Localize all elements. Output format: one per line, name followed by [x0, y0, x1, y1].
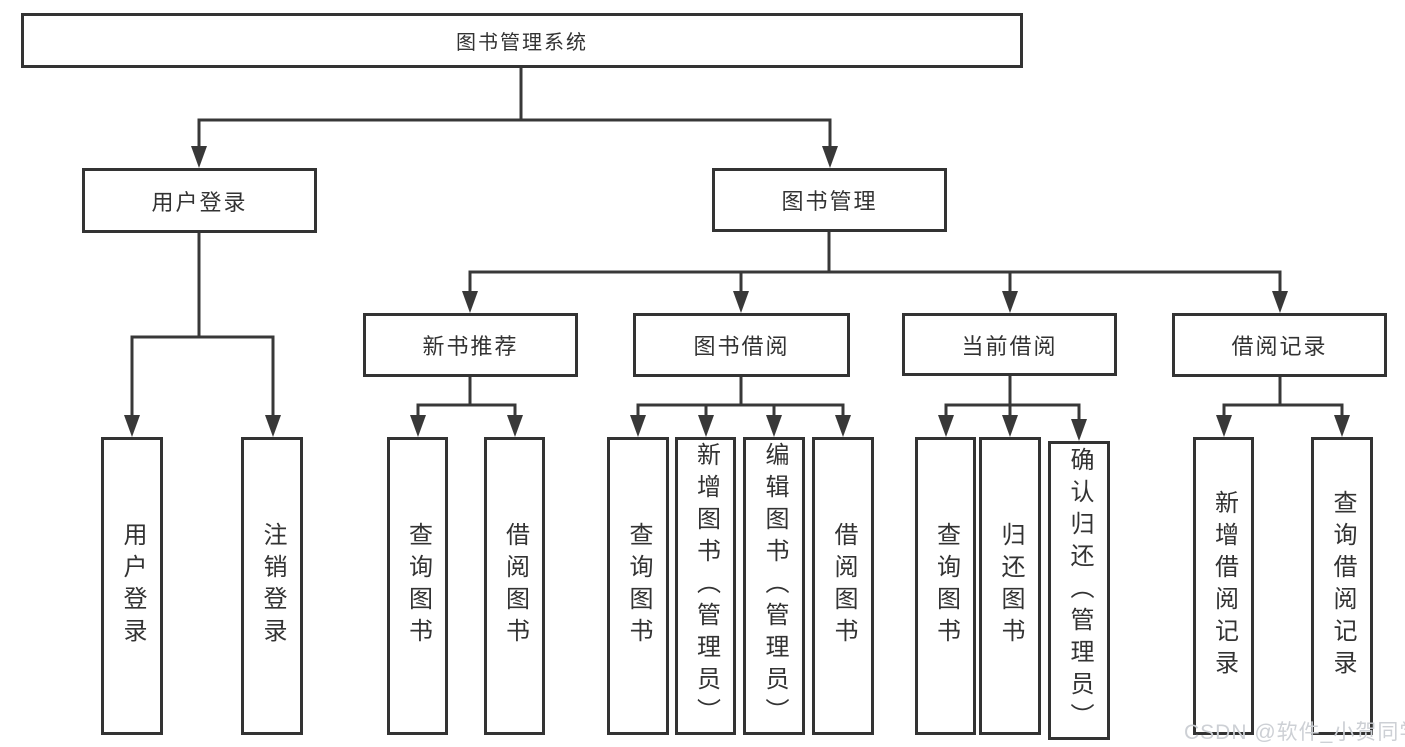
connector-root-to-level2 — [197, 66, 832, 149]
node-current-borrowing: 当前借阅 — [902, 313, 1117, 376]
node-borrowing-records: 借阅记录 — [1172, 313, 1387, 377]
node-new-book-recommendation: 新书推荐 — [363, 313, 578, 377]
node-return-books: 归还图书 — [979, 437, 1041, 735]
arrowhead — [1272, 291, 1288, 313]
node-edit-books-admin: 编辑图书（管理员） — [743, 437, 805, 735]
node-borrow-books-leaf: 借阅图书 — [812, 437, 874, 735]
connector-new-book-to-children — [416, 375, 517, 418]
connector-current-borrowing-to-children — [944, 375, 1081, 422]
node-logout: 注销登录 — [241, 437, 303, 735]
arrowhead — [766, 415, 782, 437]
node-user-login-leaf: 用户登录 — [101, 437, 163, 735]
arrowhead — [265, 415, 281, 437]
csdn-watermark: CSDN @软件_小贺同学 — [1184, 721, 1405, 744]
node-borrow-books-recommend: 借阅图书 — [484, 437, 545, 735]
node-user-login: 用户登录 — [82, 168, 317, 233]
arrowhead — [124, 415, 140, 437]
connector-user-login-to-children — [130, 231, 275, 418]
node-book-borrowing: 图书借阅 — [633, 313, 850, 377]
arrowhead — [1002, 291, 1018, 313]
arrowhead — [1002, 415, 1018, 437]
node-confirm-return-admin: 确认归还（管理员） — [1048, 441, 1110, 740]
arrowhead — [191, 146, 207, 168]
connector-borrowing-records-to-children — [1222, 375, 1344, 418]
arrowhead — [462, 291, 478, 313]
arrowhead — [822, 146, 838, 168]
arrowhead — [1071, 419, 1087, 441]
arrowhead — [698, 415, 714, 437]
arrowhead — [410, 415, 426, 437]
node-add-books-admin: 新增图书（管理员） — [675, 437, 736, 735]
arrowhead — [733, 291, 749, 313]
arrowhead — [835, 415, 851, 437]
node-query-books-borrowing: 查询图书 — [607, 437, 669, 735]
connector-book-management-to-level3 — [468, 230, 1282, 294]
node-query-books-current: 查询图书 — [915, 437, 976, 735]
arrowhead — [1216, 415, 1232, 437]
node-query-books-recommend: 查询图书 — [387, 437, 448, 735]
node-add-borrow-record: 新增借阅记录 — [1193, 437, 1254, 735]
arrowhead — [938, 415, 954, 437]
node-query-borrow-record: 查询借阅记录 — [1311, 437, 1373, 735]
arrowhead — [507, 415, 523, 437]
arrowhead — [630, 415, 646, 437]
arrowhead — [1334, 415, 1350, 437]
node-library-management-system: 图书管理系统 — [21, 13, 1023, 68]
node-book-management: 图书管理 — [712, 168, 947, 232]
connector-book-borrowing-to-children — [636, 375, 845, 418]
